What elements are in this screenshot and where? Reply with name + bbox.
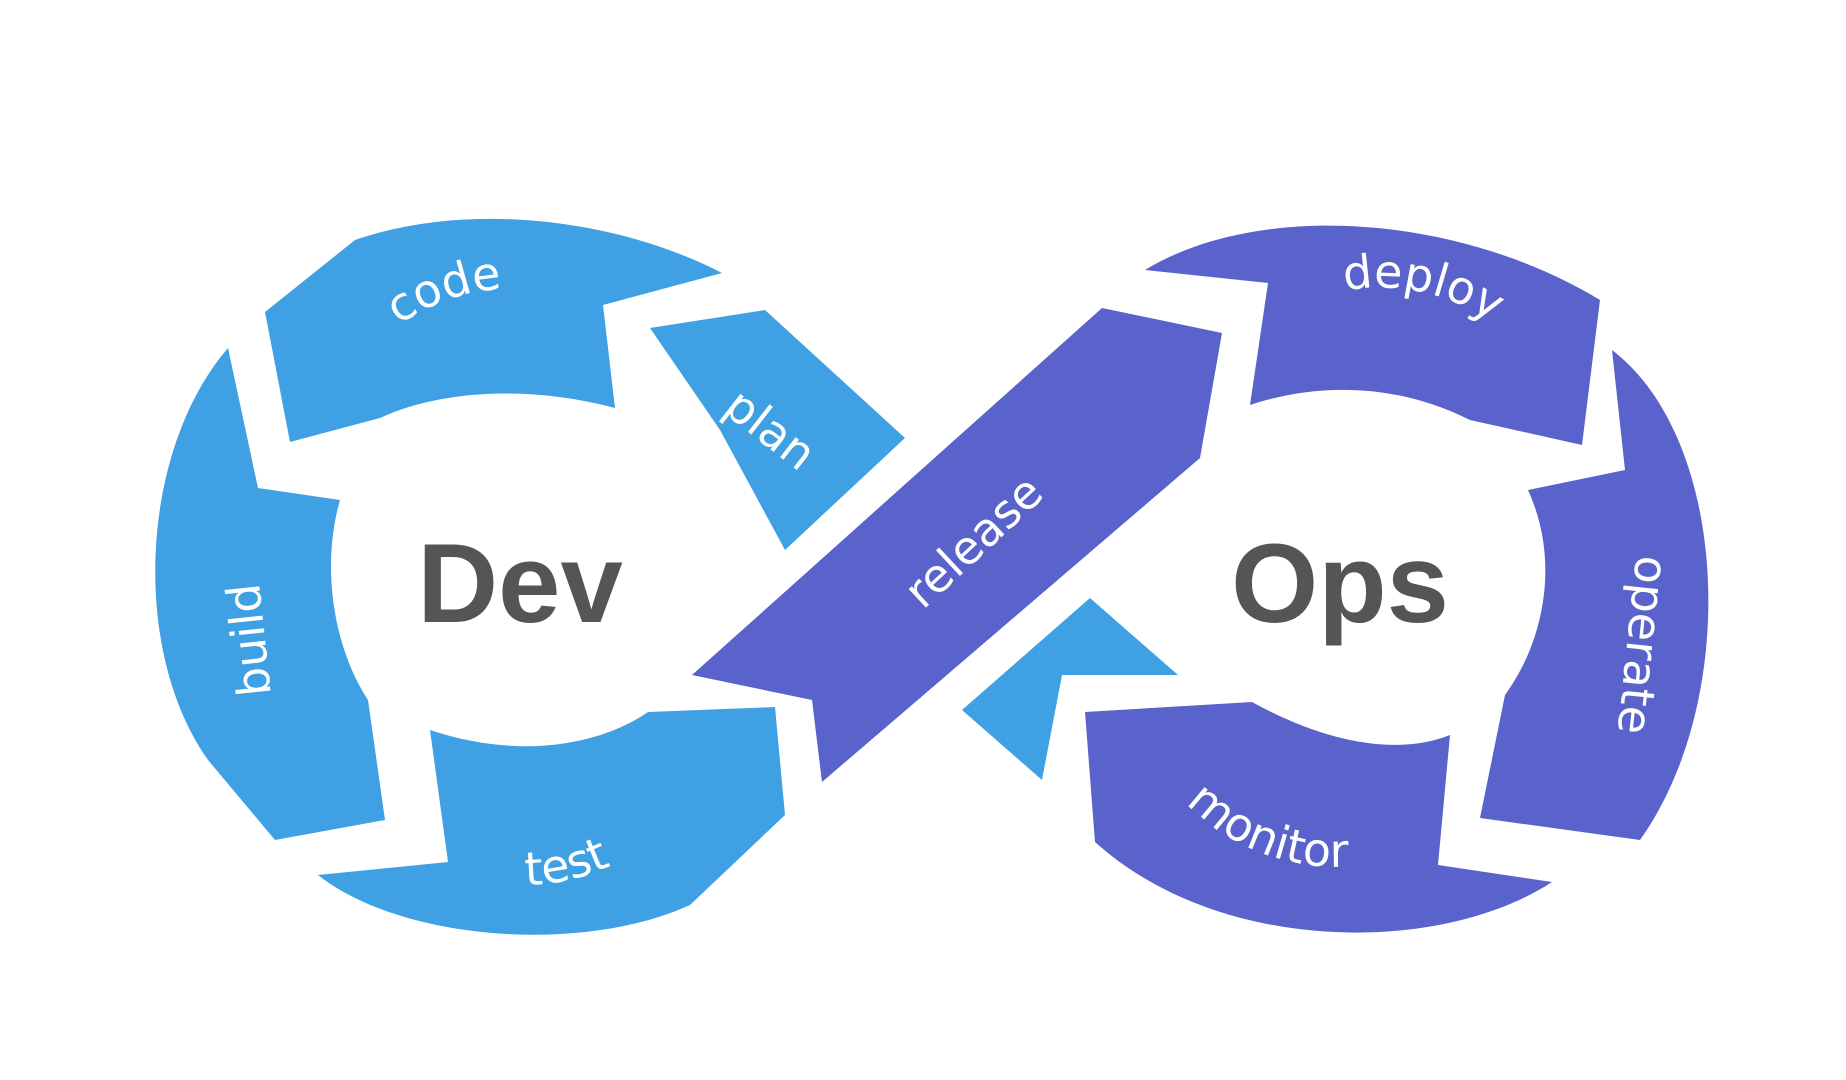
code-segment [265, 218, 722, 442]
plan-segment [650, 310, 905, 550]
build-label: build [216, 581, 282, 699]
test-segment [318, 707, 785, 935]
deploy-segment [1145, 225, 1600, 445]
build-segment [155, 348, 385, 840]
monitor-segment [1085, 702, 1552, 933]
ops-center-label: Ops [1231, 521, 1449, 646]
release-segment [692, 308, 1222, 782]
dev-center-label: Dev [417, 521, 622, 646]
monitor-return-arrow [962, 598, 1178, 780]
dev-loop [155, 218, 905, 935]
ops-loop [692, 225, 1709, 933]
operate-segment [1480, 350, 1709, 840]
